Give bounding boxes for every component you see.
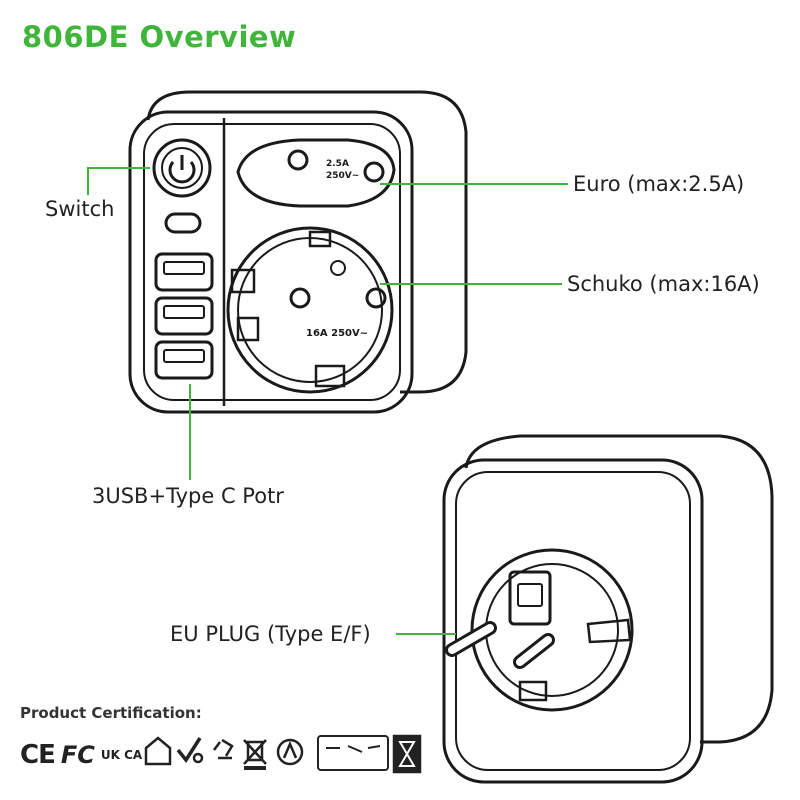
eu-plug: [445, 548, 634, 712]
tick-mark-icon: [176, 737, 202, 764]
certification-marks: CE FC UK CA: [20, 730, 142, 780]
ce-mark: CE: [20, 740, 56, 770]
house-icon: [144, 736, 172, 766]
back-device: [442, 434, 774, 784]
certification-label: Product Certification:: [20, 704, 202, 722]
svg-text:16A 250V~: 16A 250V~: [306, 328, 368, 339]
power-switch: [152, 138, 212, 198]
rcm-icon: [276, 738, 304, 766]
schuko-socket: 16A 250V~: [226, 226, 394, 394]
usb-callout: 3USB+Type C Potr: [92, 484, 284, 508]
switch-leader: [87, 167, 150, 195]
switch-callout: Switch: [45, 197, 115, 221]
usb-a-ports: [154, 252, 214, 380]
euro-callout: Euro (max:2.5A): [573, 172, 745, 196]
weee-bin-icon: [243, 739, 267, 770]
svg-text:250V~: 250V~: [326, 171, 359, 181]
ukca-mark: UK CA: [101, 749, 142, 761]
leader-lines: [87, 167, 568, 635]
fc-mark: FC: [60, 741, 95, 769]
certification-icons: [144, 734, 422, 774]
page-title: 806DE Overview: [22, 20, 297, 54]
recycle-icon: [213, 738, 234, 760]
pictogram-strip-icon: [317, 735, 389, 771]
ukca-mark-text: UK CA: [100, 748, 143, 762]
euro-rating-text: 2.5A: [326, 159, 349, 169]
schuko-callout: Schuko (max:16A): [567, 272, 760, 296]
usb-c-port: [164, 212, 202, 234]
euro-socket: 2.5A 250V~: [236, 138, 396, 208]
front-device: [128, 90, 468, 414]
plug-callout: EU PLUG (Type E/F): [170, 622, 371, 646]
